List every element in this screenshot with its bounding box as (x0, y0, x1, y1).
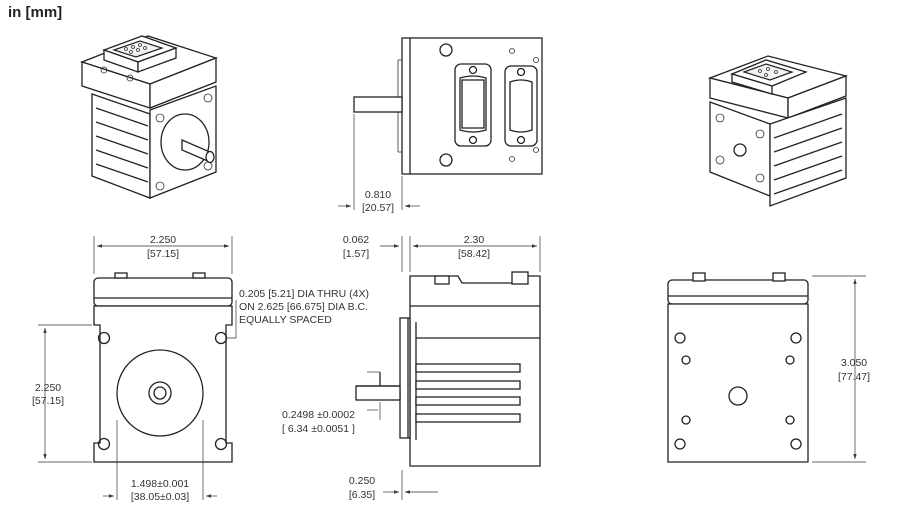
front-view (38, 236, 237, 500)
db9-connector-icon (504, 65, 538, 147)
dim-rear-height-mm: [77.47] (838, 371, 870, 383)
mount-hole-icon (214, 437, 228, 451)
dim-shaft-extension-in: 0.810 (365, 189, 391, 201)
units-label: in [mm] (8, 4, 63, 21)
dim-flange-thickness-in: 0.062 (343, 234, 369, 246)
dim-body-length-mm: [58.42] (458, 248, 490, 260)
top-view (353, 37, 543, 210)
side-view-shaft (355, 385, 401, 401)
mount-hole-icon (155, 181, 165, 191)
dim-shaft-flat-mm: [6.35] (349, 489, 375, 501)
dim-pilot-diameter-in: 1.498±0.001 (131, 478, 189, 490)
dim-pilot-diameter-mm: [38.05±0.03] (131, 491, 189, 503)
top-view-shaft (353, 96, 403, 113)
db15-connector-icon (454, 63, 492, 147)
mount-hole-icon (203, 93, 213, 103)
isometric-view-rear (707, 55, 849, 207)
mount-hole-icon (97, 437, 111, 451)
mount-hole-icon (97, 331, 111, 345)
isometric-view-front (80, 35, 218, 199)
isometric-shaft (181, 139, 215, 164)
rear-view (667, 272, 866, 463)
dim-mount-holes-line2: ON 2.625 [66.675] DIA B.C. (239, 301, 368, 313)
isometric-rear-connector (730, 59, 808, 95)
dim-body-length-in: 2.30 (464, 234, 485, 246)
dim-shaft-diameter-in: 0.2498 ±0.0002 (282, 409, 355, 421)
dim-front-width-in: 2.250 (150, 234, 176, 246)
dim-shaft-diameter-mm: [ 6.34 ±0.0051 ] (282, 423, 355, 435)
isometric-connector (100, 35, 178, 82)
dim-shaft-flat-in: 0.250 (349, 475, 375, 487)
dim-mount-holes-line1: 0.205 [5.21] DIA THRU (4X) (239, 288, 369, 300)
mount-hole-icon (155, 113, 165, 123)
center-hole-icon (728, 386, 748, 406)
pilot-circle (116, 349, 204, 437)
shaft-end-icon (148, 381, 172, 405)
side-view (355, 236, 541, 500)
dim-shaft-extension-mm: [20.57] (362, 202, 394, 214)
dim-rear-height-in: 3.050 (841, 357, 867, 369)
dim-front-width-mm: [57.15] (147, 248, 179, 260)
dim-flange-thickness-mm: [1.57] (343, 248, 369, 260)
dim-front-height-mm: [57.15] (32, 395, 64, 407)
dim-front-height-in: 2.250 (35, 382, 61, 394)
dim-mount-holes-line3: EQUALLY SPACED (239, 314, 332, 326)
